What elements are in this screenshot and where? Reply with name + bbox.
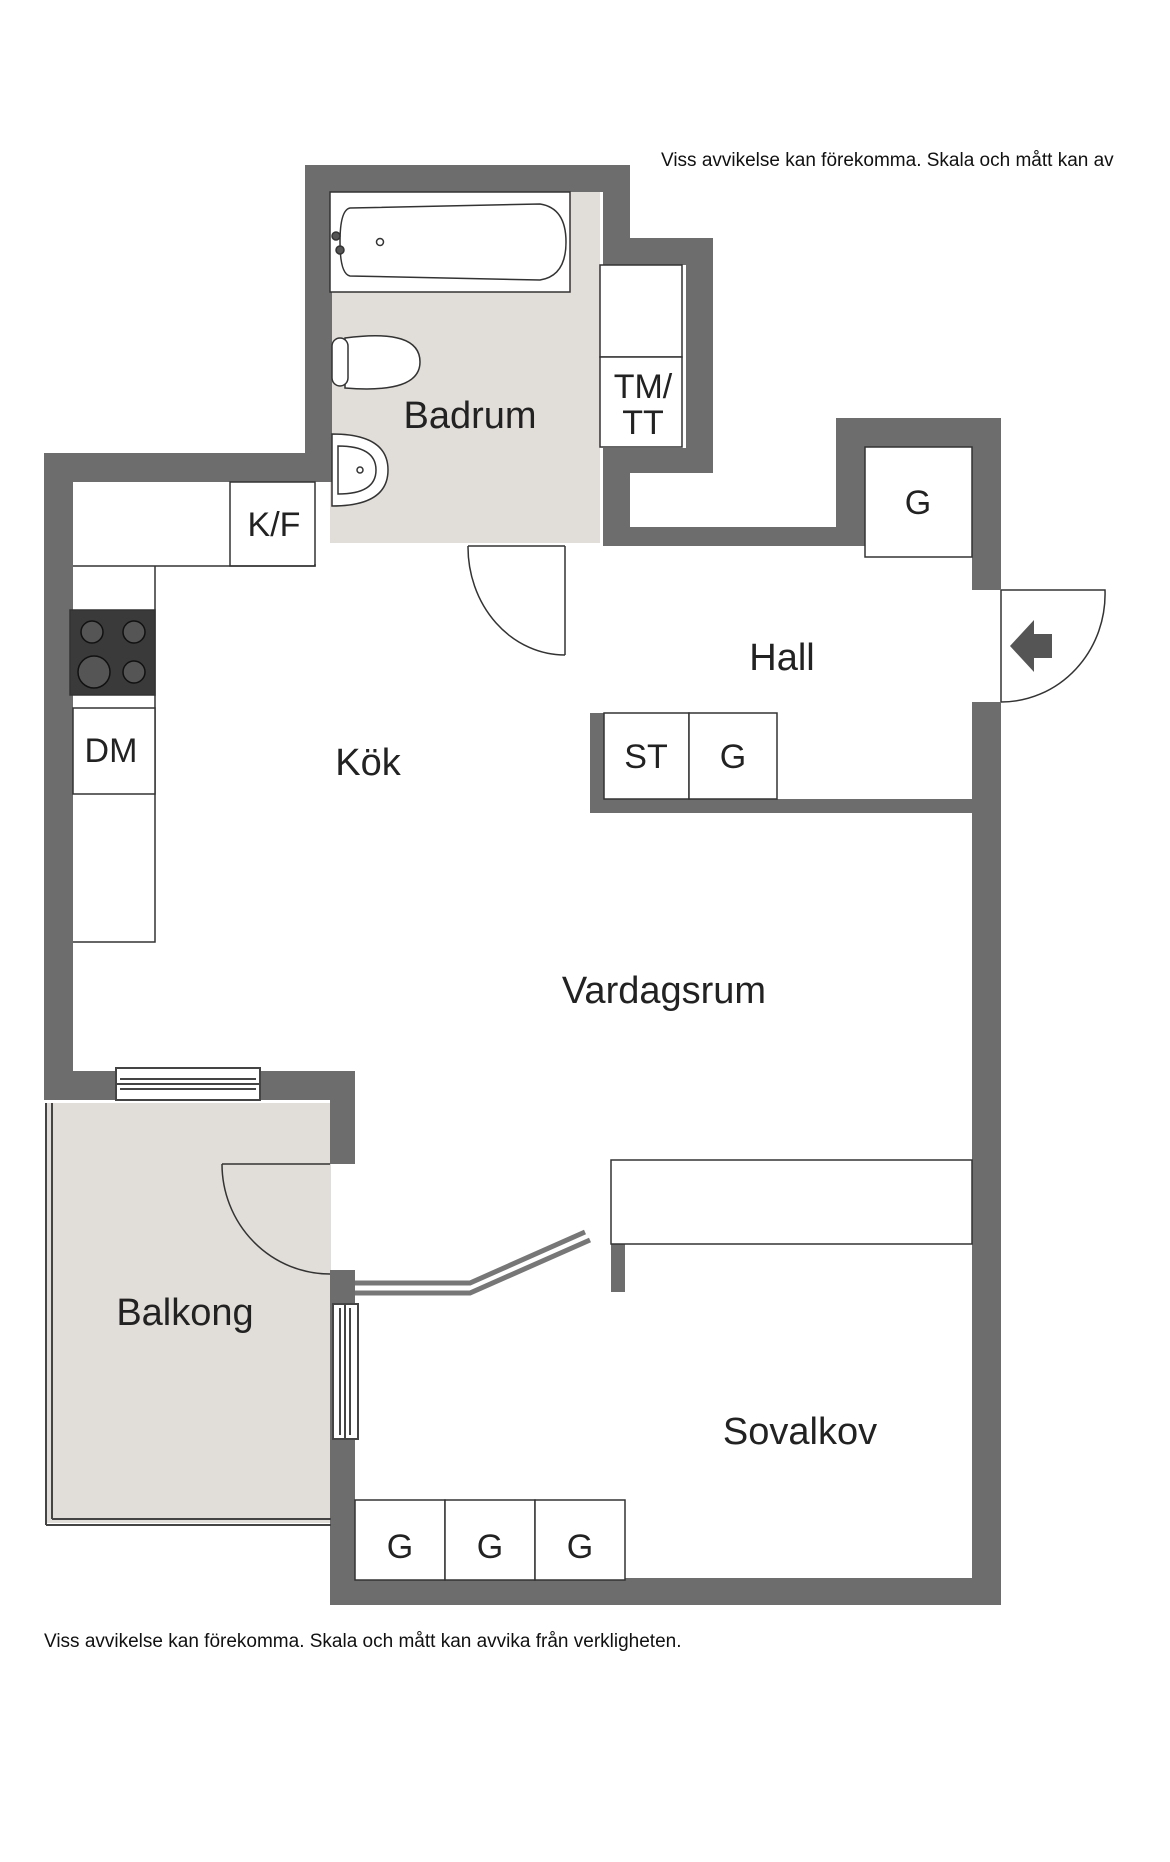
- label-g-hall-top: G: [905, 484, 931, 522]
- entrance-door-swing: [1000, 589, 1106, 703]
- wall: [305, 165, 630, 192]
- label-g-sov-3: G: [567, 1528, 593, 1566]
- washing-machine-dryer: [599, 356, 683, 448]
- wall: [603, 165, 630, 243]
- wardrobe: [354, 1499, 446, 1581]
- label-st: ST: [624, 738, 667, 776]
- washing-machine-dryer: [599, 264, 683, 358]
- wardrobe-hall-top: [864, 446, 973, 558]
- toilet: [344, 335, 421, 390]
- disclaimer-bottom: Viss avvikelse kan förekomma. Skala och …: [44, 1631, 682, 1652]
- wardrobe: [444, 1499, 536, 1581]
- label-tm: TM/: [614, 368, 673, 406]
- doors: [221, 545, 1106, 1296]
- wall: [590, 713, 604, 813]
- room-label-balkong: Balkong: [116, 1292, 253, 1334]
- room-label-sovalkov: Sovalkov: [723, 1411, 877, 1453]
- label-kf: K/F: [248, 506, 301, 544]
- room-label-badrum: Badrum: [403, 395, 536, 437]
- wall: [305, 165, 332, 455]
- wardrobe-hall: [688, 712, 778, 800]
- wall: [972, 702, 1001, 1605]
- fixtures: [69, 191, 973, 1581]
- balcony-floor: [46, 1103, 331, 1523]
- storage-cabinet: [603, 712, 690, 800]
- windows: [45, 1067, 359, 1526]
- dishwasher: [72, 707, 156, 795]
- room-label-kok: Kök: [335, 742, 401, 784]
- label-g-hall: G: [720, 738, 746, 776]
- label-g-sov-1: G: [387, 1528, 413, 1566]
- disclaimer-top: Viss avvikelse kan förekomma. Skala och …: [661, 150, 1114, 171]
- bathtub-inner: [339, 203, 567, 281]
- wall: [330, 1071, 355, 1164]
- wall: [611, 1237, 625, 1292]
- wall: [44, 453, 73, 1095]
- wall: [590, 799, 975, 813]
- balcony-door-swing: [221, 1163, 331, 1275]
- wall: [836, 418, 865, 546]
- entrance-arrow-icon: [1010, 620, 1052, 672]
- wall: [686, 238, 713, 473]
- fridge-freezer: [229, 481, 316, 567]
- sliding-partition: [355, 1229, 592, 1296]
- wall: [972, 418, 1001, 590]
- bathroom-door-swing: [467, 545, 566, 656]
- label-g-sov-2: G: [477, 1528, 503, 1566]
- label-tt: TT: [622, 404, 664, 442]
- wall: [625, 527, 842, 546]
- wardrobe: [534, 1499, 626, 1581]
- room-label-hall: Hall: [749, 637, 814, 679]
- wall: [330, 1578, 1001, 1605]
- room-label-vardagsrum: Vardagsrum: [562, 970, 766, 1012]
- wall: [44, 453, 332, 482]
- alcove-shelf: [610, 1159, 973, 1245]
- label-dm: DM: [85, 732, 138, 770]
